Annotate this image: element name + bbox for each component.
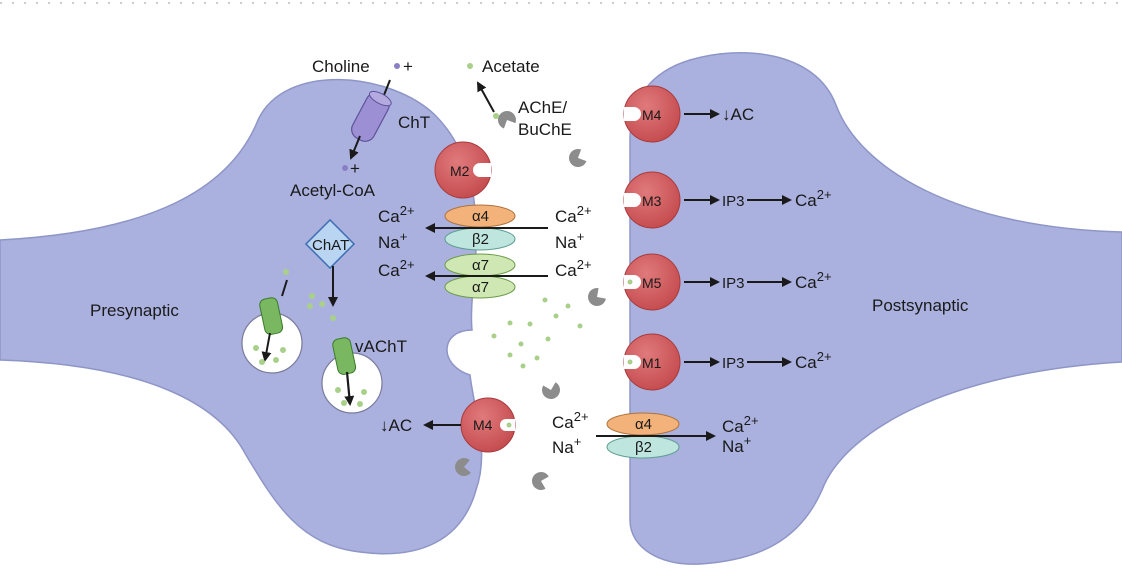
- m5-ip3-label: IP3: [722, 275, 745, 292]
- acetate-arrow: [477, 81, 495, 113]
- ache-enzymes: [455, 111, 606, 490]
- choline-molecule: [394, 63, 400, 69]
- m4-post-label: M4: [642, 107, 662, 123]
- presyn-alpha4-label: α4: [472, 208, 489, 225]
- postsyn-alpha4-beta2: α4 β2: [606, 412, 680, 459]
- m3-receptor: M3: [623, 171, 681, 229]
- chat-enzyme: [304, 218, 356, 270]
- vesicle-1-in-line: [281, 279, 288, 297]
- m4-receptor-postsynaptic: M4: [623, 85, 681, 143]
- acetate-molecule: [467, 63, 473, 69]
- m5-label: M5: [642, 275, 662, 291]
- m4-receptor-presynaptic: M4: [460, 397, 516, 453]
- postsyn-alpha4-label: α4: [635, 416, 652, 433]
- presyn-alpha7: α7 α7: [444, 253, 516, 299]
- m4-post-ac-label: ↓AC: [722, 105, 754, 124]
- m2-receptor: M2: [434, 141, 492, 199]
- ache-label-2: BuChE: [518, 120, 572, 139]
- m1-receptor: M1: [623, 333, 681, 391]
- m3-ca-label: Ca2+: [795, 187, 832, 210]
- vesicle-2: [321, 337, 383, 414]
- acetate-label: Acetate: [482, 57, 540, 76]
- postsyn-na-out: Na+: [552, 434, 581, 457]
- choline-inside-charge: +: [350, 159, 360, 178]
- chat-label: ChAT: [312, 237, 349, 254]
- choline-inside: [342, 165, 348, 171]
- m4-presyn-label: M4: [473, 417, 493, 433]
- postsyn-ca-out: Ca2+: [552, 409, 589, 432]
- ache-label-1: AChE/: [518, 98, 567, 117]
- m4-presyn-ac-label: ↓AC: [380, 416, 412, 435]
- m2-label: M2: [450, 163, 470, 179]
- postsyn-ca-in: Ca2+: [722, 413, 759, 436]
- presynaptic-neuron: [0, 78, 483, 555]
- m3-label: M3: [642, 193, 662, 209]
- postsyn-na-in: Na+: [722, 433, 751, 456]
- presynaptic-label: Presynaptic: [90, 301, 179, 320]
- postsyn-beta2-label: β2: [635, 439, 652, 456]
- presyn-a7-ca-in: Ca2+: [378, 257, 415, 280]
- choline-entry-line: [383, 79, 391, 96]
- presyn-a4b2-na-out: Na+: [555, 229, 584, 252]
- presyn-alpha7-label-2: α7: [472, 279, 489, 296]
- presyn-a4b2-ca-in: Ca2+: [378, 203, 415, 226]
- presyn-a4b2-ca-out: Ca2+: [555, 203, 592, 226]
- m1-ip3-label: IP3: [722, 355, 745, 372]
- m1-label: M1: [642, 355, 662, 371]
- vacht-label: vAChT: [355, 337, 407, 356]
- presyn-a7-ca-out: Ca2+: [555, 257, 592, 280]
- m5-receptor: M5: [623, 253, 681, 311]
- presyn-alpha4-beta2: α4 β2: [444, 204, 516, 251]
- m3-ip3-label: IP3: [722, 193, 745, 210]
- m1-ca-label: Ca2+: [795, 349, 832, 372]
- cht-arrow: [349, 135, 361, 160]
- presyn-a4b2-na-in: Na+: [378, 229, 407, 252]
- ach-dots-cleft: [491, 297, 583, 369]
- postsynaptic-label: Postsynaptic: [872, 296, 969, 315]
- presyn-beta2-label: β2: [472, 231, 489, 248]
- m5-ca-label: Ca2+: [795, 269, 832, 292]
- cht-label: ChT: [398, 113, 430, 132]
- presyn-alpha7-label-1: α7: [472, 257, 489, 274]
- postsynaptic-neuron: [629, 51, 1122, 565]
- ach-dots-presynaptic: [283, 269, 336, 321]
- choline-charge: +: [403, 57, 413, 76]
- choline-label: Choline: [312, 57, 370, 76]
- acetyl-coa-label: Acetyl-CoA: [290, 181, 376, 200]
- vesicle-1: [241, 279, 303, 374]
